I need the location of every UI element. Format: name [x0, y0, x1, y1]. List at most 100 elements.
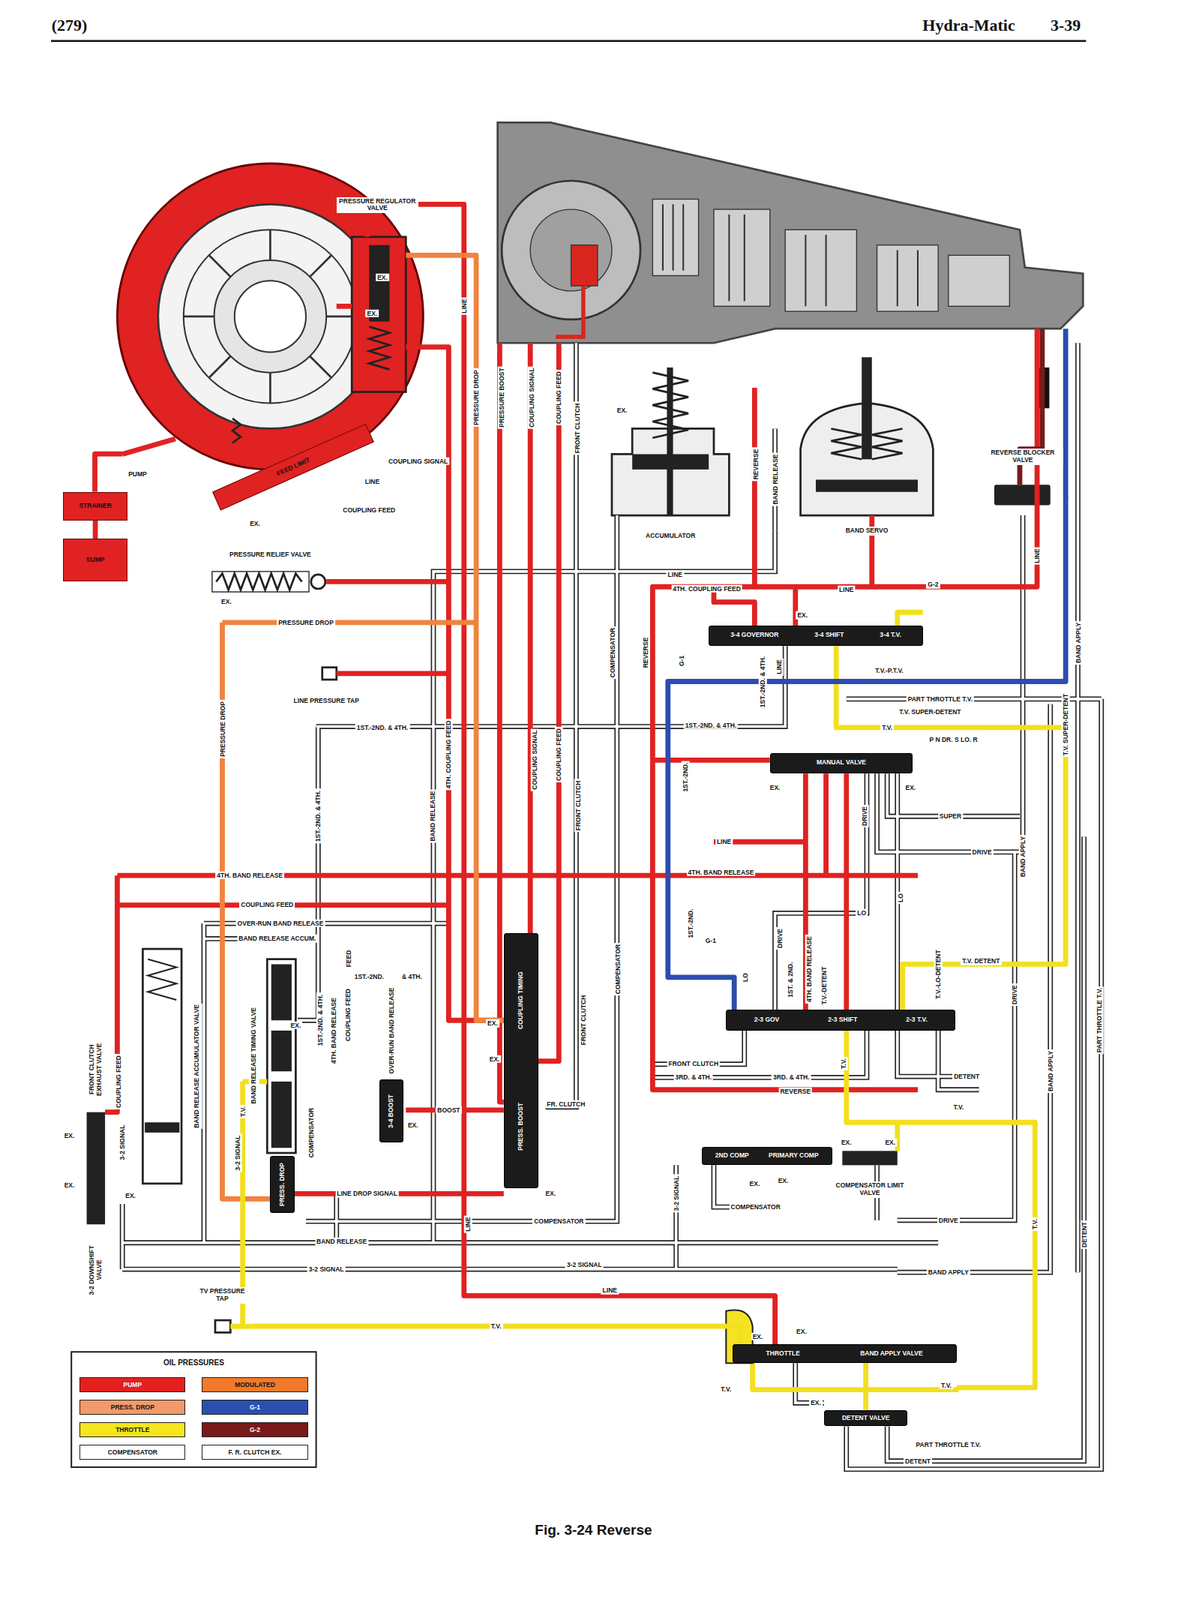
node-text: BAND APPLY VALVE [860, 1349, 923, 1358]
line-label: BAND RELEASE ACCUM. [236, 934, 318, 943]
art-path [752, 1362, 960, 1389]
art-path [713, 586, 755, 626]
line-label: T.V. [839, 1056, 848, 1071]
line-label: LO [855, 908, 868, 918]
art-circle [158, 203, 383, 429]
line-label: 1ST.-2ND. & 4TH. [758, 653, 768, 709]
art-path [367, 203, 776, 1344]
art-g [122, 342, 1102, 1469]
line-label: EX. [776, 1175, 791, 1185]
line-label: 1ST.-2ND. [686, 906, 695, 939]
art-path [846, 1030, 1036, 1388]
line-label: COUPLING SIGNAL [386, 456, 450, 465]
node-text: PRESSURE RELIEF VALVE [227, 550, 313, 560]
line-label: PRESSURE DROP [218, 700, 227, 759]
line-label: EX. [751, 1331, 765, 1340]
art-g [230, 611, 1066, 1389]
line-label: COMPENSATOR [307, 1105, 316, 1158]
art-path [843, 773, 849, 1011]
line-label: 1ST.-2ND. [681, 761, 690, 794]
art-path [527, 342, 534, 933]
line-label: EX. [289, 1021, 303, 1030]
art-line [269, 372, 272, 404]
line-label: EX. [809, 1398, 823, 1407]
art-rect [144, 1121, 180, 1133]
line-label: DRIVE [937, 1215, 960, 1224]
line-label: COMPENSATOR [608, 626, 618, 679]
line-label: LINE [837, 585, 855, 594]
oil-line-connector [863, 1362, 869, 1410]
line-label: OIL PRESSURES [161, 1357, 226, 1367]
art-g [122, 342, 1102, 1469]
line-label: EX. [375, 273, 390, 282]
art-g [183, 229, 357, 403]
art-g [104, 203, 1066, 1389]
node-text: FEED LIMIT [275, 456, 311, 478]
art-line [183, 315, 215, 318]
line-label: PART THROTTLE T.V. [914, 1439, 983, 1448]
art-line [896, 249, 899, 306]
line-label: FR. CLUTCH [545, 1099, 587, 1108]
line-label: T.V.-DETENT [820, 964, 829, 1006]
line-label: (279) [50, 16, 90, 35]
line-label: EX. [62, 1181, 77, 1190]
line-label: DETENT [1079, 1219, 1089, 1249]
line-label: BAND RELEASE [314, 1237, 369, 1246]
compensator-valve: 2ND COMPPRIMARY COMP [701, 1146, 833, 1166]
exhaust-valve: FRONT CLUTCH EXHAUST VALVE3-2 DOWNSHIFT … [83, 1030, 109, 1306]
node-text: 2-3 GOV [754, 1016, 780, 1024]
edge-label: T.V. [489, 1321, 504, 1331]
line-label: REVERSE [751, 446, 760, 481]
line-label: DRIVE [860, 804, 870, 828]
line-label: 3-2 SIGNAL [671, 1174, 681, 1213]
line-label: PART THROTTLE T.V. [1095, 986, 1104, 1054]
pump: PUMP [122, 152, 337, 480]
line-label: DRIVE [971, 847, 994, 856]
line-label: 1ST.-2ND. & 4TH. [314, 788, 323, 844]
line-label: LINE [601, 1285, 619, 1295]
art-path [336, 670, 450, 676]
line-label: 4TH. COUPLING FEED [671, 584, 743, 593]
node-text: BAND RELEASE ACCUMULATOR VALVE [191, 1003, 203, 1129]
line-label: 4TH. COUPLING FEED [444, 719, 453, 791]
node-text: BAND SERVO [844, 526, 891, 536]
line-label: OVER-RUN BAND RELEASE [236, 919, 326, 928]
art-path [232, 418, 241, 444]
art-line [309, 254, 332, 277]
art-rect [271, 1030, 292, 1071]
line-label: EX. [219, 597, 234, 606]
line-label: LINE [460, 296, 469, 315]
line-label: FRONT CLUTCH [667, 1059, 721, 1068]
node-text: ACCUMULATOR [644, 531, 697, 541]
line-label: EX. [365, 308, 380, 318]
line-label: DRIVE [776, 926, 785, 950]
node-text: PRESS. BOOST [517, 1102, 525, 1151]
art-line [728, 214, 730, 302]
line-label: T.V. [951, 1102, 966, 1111]
line-label: LINE [666, 569, 684, 579]
line-label: EX. [488, 1054, 502, 1063]
shift-valve: 2-3 GOV2-3 SHIFT2-3 T.V. [725, 1009, 956, 1030]
limit-valve: COMPENSATOR LIMIT VALVE [832, 1148, 909, 1197]
node-text: 3-4 BOOST [387, 1094, 396, 1128]
node-text: TV PRESSURE TAP [191, 1286, 254, 1304]
line-label: REVERSE [778, 1087, 813, 1096]
node-text: 3-2 DOWNSHIFT VALVE [86, 1234, 105, 1306]
line-label: T.V. [939, 1381, 954, 1390]
art-rect [351, 236, 406, 393]
line-label: & 4TH. [400, 971, 424, 981]
line-label: LINE [1033, 547, 1042, 565]
line-label: REVERSE [641, 635, 651, 670]
band-servo: BAND SERVO [795, 351, 939, 536]
line-label: COMPENSATOR [614, 942, 623, 996]
line-label: PRESSURE BOOST [497, 366, 507, 429]
art-use [122, 342, 1102, 1469]
art-rect [71, 1351, 316, 1467]
line-label: T.V. SUPER-DETENT [897, 707, 963, 717]
line-label: 3-2 SIGNAL [233, 1133, 243, 1172]
node-text: 2-3 SHIFT [827, 1016, 858, 1024]
art-line [825, 234, 828, 306]
line-label: EX. [904, 783, 918, 792]
art-use [122, 342, 1102, 1469]
line-label: 4TH. BAND RELEASE [215, 871, 285, 880]
